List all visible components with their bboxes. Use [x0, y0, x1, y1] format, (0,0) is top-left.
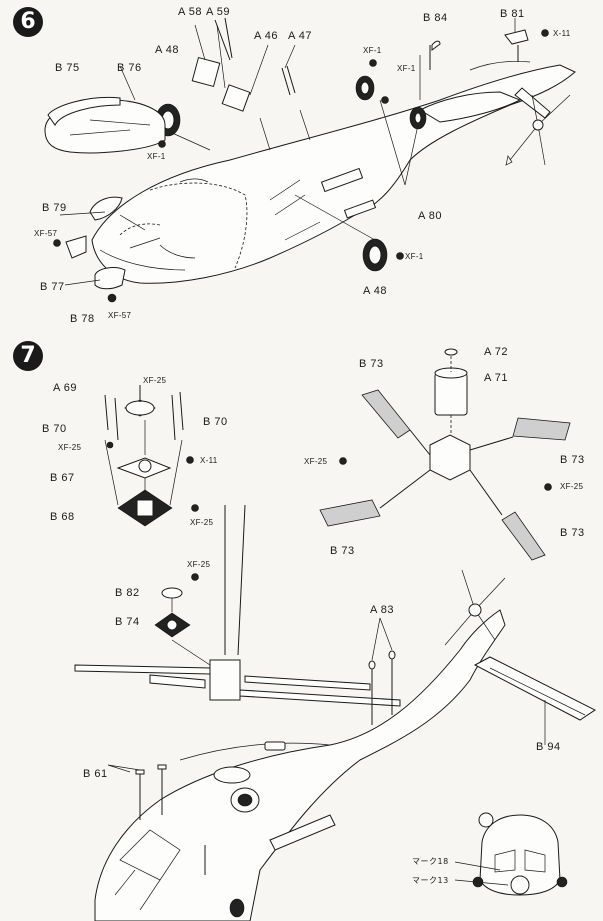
- label-xf25-b: XF-25: [58, 443, 82, 452]
- label-a59: A 59: [206, 6, 231, 18]
- label-b76: B 76: [117, 62, 142, 74]
- label-a80: A 80: [418, 210, 443, 222]
- label-b68: B 68: [50, 511, 75, 523]
- label-b70-left: B 70: [42, 423, 67, 435]
- label-b84: B 84: [423, 12, 448, 24]
- label-b77: B 77: [40, 281, 65, 293]
- label-xf1-a: XF-1: [363, 46, 382, 55]
- label-xf25-f: XF-25: [187, 560, 211, 569]
- label-a48-bottom: A 48: [363, 285, 388, 297]
- label-b74: B 74: [115, 616, 140, 628]
- step6-fuselage: [44, 17, 576, 303]
- step7-fuselage-assembly: [74, 504, 596, 921]
- label-xf25-d: XF-25: [304, 457, 328, 466]
- label-b73-tl: B 73: [359, 358, 384, 370]
- label-b94: B 94: [536, 741, 561, 753]
- label-a83: A 83: [370, 604, 395, 616]
- label-xf25-e: XF-25: [560, 482, 584, 491]
- label-b78: B 78: [70, 313, 95, 325]
- label-b73-r: B 73: [560, 454, 585, 466]
- label-xf1-d: XF-1: [405, 252, 424, 261]
- label-a69: A 69: [53, 382, 78, 394]
- label-b75: B 75: [55, 62, 80, 74]
- label-b61: B 61: [83, 768, 108, 780]
- label-xf1-c: XF-1: [147, 152, 166, 161]
- label-a71: A 71: [484, 372, 509, 384]
- label-mark18: マーク18: [412, 857, 449, 866]
- label-xf57-b: XF-57: [108, 311, 132, 320]
- label-x11-step6: X-11: [553, 29, 571, 38]
- label-x11-step7: X-11: [200, 456, 218, 465]
- label-a58: A 58: [178, 6, 203, 18]
- step7-main-rotor-blades: [319, 348, 571, 561]
- label-b81: B 81: [500, 8, 525, 20]
- label-b67: B 67: [50, 472, 75, 484]
- step7-rotor-hub-assembly: [104, 385, 199, 527]
- step-6-badge: 6: [13, 7, 43, 37]
- label-a48-top: A 48: [155, 44, 180, 56]
- label-b79: B 79: [42, 202, 67, 214]
- label-b82: B 82: [115, 587, 140, 599]
- label-xf25-c: XF-25: [190, 518, 214, 527]
- label-xf1-b: XF-1: [397, 64, 416, 73]
- label-a46: A 46: [254, 30, 279, 42]
- label-xf25-a: XF-25: [143, 376, 167, 385]
- label-xf57-a: XF-57: [34, 229, 58, 238]
- label-mark13: マーク13: [412, 876, 449, 885]
- label-a72: A 72: [484, 346, 509, 358]
- label-a47: A 47: [288, 30, 313, 42]
- step-7-badge: 7: [13, 341, 43, 371]
- label-b73-br: B 73: [560, 527, 585, 539]
- label-b70-right: B 70: [203, 416, 228, 428]
- label-b73-bl: B 73: [330, 545, 355, 557]
